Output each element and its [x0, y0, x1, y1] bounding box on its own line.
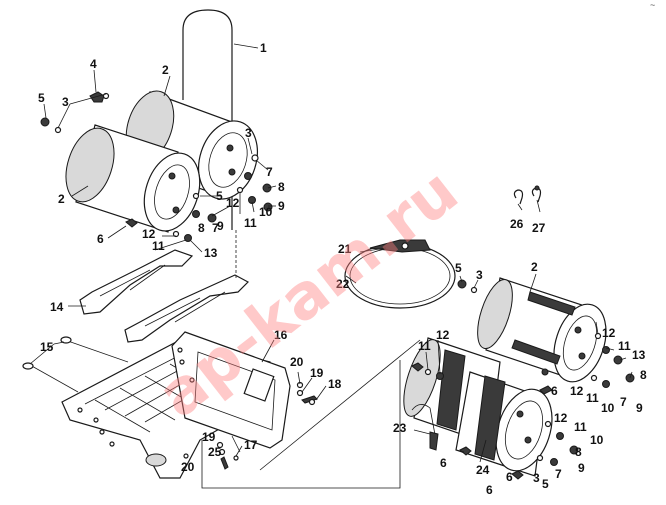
callout-9: 9 [636, 401, 643, 415]
callout-3: 3 [62, 95, 69, 109]
callout-1: 1 [260, 41, 267, 55]
callout-5: 5 [216, 189, 223, 203]
callout-19: 19 [310, 366, 324, 380]
callout-10: 10 [259, 205, 273, 219]
callout-13: 13 [204, 246, 218, 260]
callout-5: 5 [455, 261, 462, 275]
callout-10: 10 [601, 401, 615, 415]
callout-5: 5 [542, 477, 549, 491]
frame-side-plate [171, 331, 291, 449]
callout-3: 3 [476, 268, 483, 282]
callout-7: 7 [555, 467, 562, 481]
callout-2: 2 [531, 260, 538, 274]
callout-11: 11 [586, 391, 599, 405]
callout-3: 3 [245, 126, 252, 140]
callout-12: 12 [142, 227, 156, 241]
callout-3: 3 [533, 471, 540, 485]
lower-tank-assembly [403, 277, 635, 480]
callout-27: 27 [532, 221, 546, 235]
callout-5: 5 [38, 91, 45, 105]
callout-25: 25 [208, 445, 222, 459]
callout-15: 15 [40, 340, 54, 354]
callout-11: 11 [152, 239, 165, 253]
callout-19: 19 [202, 430, 216, 444]
bracket-lower [124, 274, 249, 343]
callout-17: 17 [244, 438, 258, 452]
callout-11: 11 [418, 339, 431, 353]
clips [513, 185, 542, 205]
callout-13: 13 [632, 348, 646, 362]
callout-9: 9 [217, 219, 224, 233]
callout-21: 21 [338, 242, 352, 256]
callout-7: 7 [620, 395, 627, 409]
leader-lines [29, 43, 633, 463]
callout-6: 6 [97, 232, 104, 246]
callout-26: 26 [510, 217, 524, 231]
callout-2: 2 [162, 63, 169, 77]
tank-brackets [79, 249, 249, 343]
callout-6: 6 [486, 483, 493, 497]
callout-6: 6 [440, 456, 447, 470]
callout-14: 14 [50, 300, 64, 314]
callout-8: 8 [640, 368, 647, 382]
callout-4: 4 [90, 57, 97, 71]
callout-2: 2 [58, 192, 65, 206]
callout-10: 10 [590, 433, 604, 447]
callout-8: 8 [575, 445, 582, 459]
callout-12: 12 [570, 384, 584, 398]
callout-labels: 1 2 2 2 3 3 3 3 4 5 5 5 5 6 6 6 6 6 7 7 … [38, 41, 647, 497]
callout-7: 7 [266, 165, 273, 179]
callout-12: 12 [226, 196, 240, 210]
reference-lines [201, 230, 421, 489]
callout-22: 22 [336, 277, 350, 291]
rods [22, 336, 129, 393]
frame-cradle [61, 331, 318, 479]
callout-9: 9 [578, 461, 585, 475]
callout-20: 20 [290, 355, 304, 369]
callout-7: 7 [212, 221, 219, 235]
tank-strap [344, 239, 456, 309]
callout-6: 6 [551, 384, 558, 398]
callout-12: 12 [554, 411, 568, 425]
upper-tank-assembly [40, 9, 273, 242]
callout-23: 23 [393, 421, 407, 435]
callout-18: 18 [328, 377, 342, 391]
callout-6: 6 [506, 470, 513, 484]
callout-8: 8 [278, 180, 285, 194]
callout-24: 24 [476, 463, 490, 477]
callout-11: 11 [574, 420, 587, 434]
corner-mark: ~ [650, 0, 655, 10]
callout-11: 11 [244, 216, 257, 230]
callout-8: 8 [198, 221, 205, 235]
callout-9: 9 [278, 199, 285, 213]
callout-11: 11 [618, 339, 631, 353]
callout-20: 20 [181, 460, 195, 474]
callout-12: 12 [602, 326, 616, 340]
callout-12: 12 [436, 328, 450, 342]
callout-16: 16 [274, 328, 288, 342]
